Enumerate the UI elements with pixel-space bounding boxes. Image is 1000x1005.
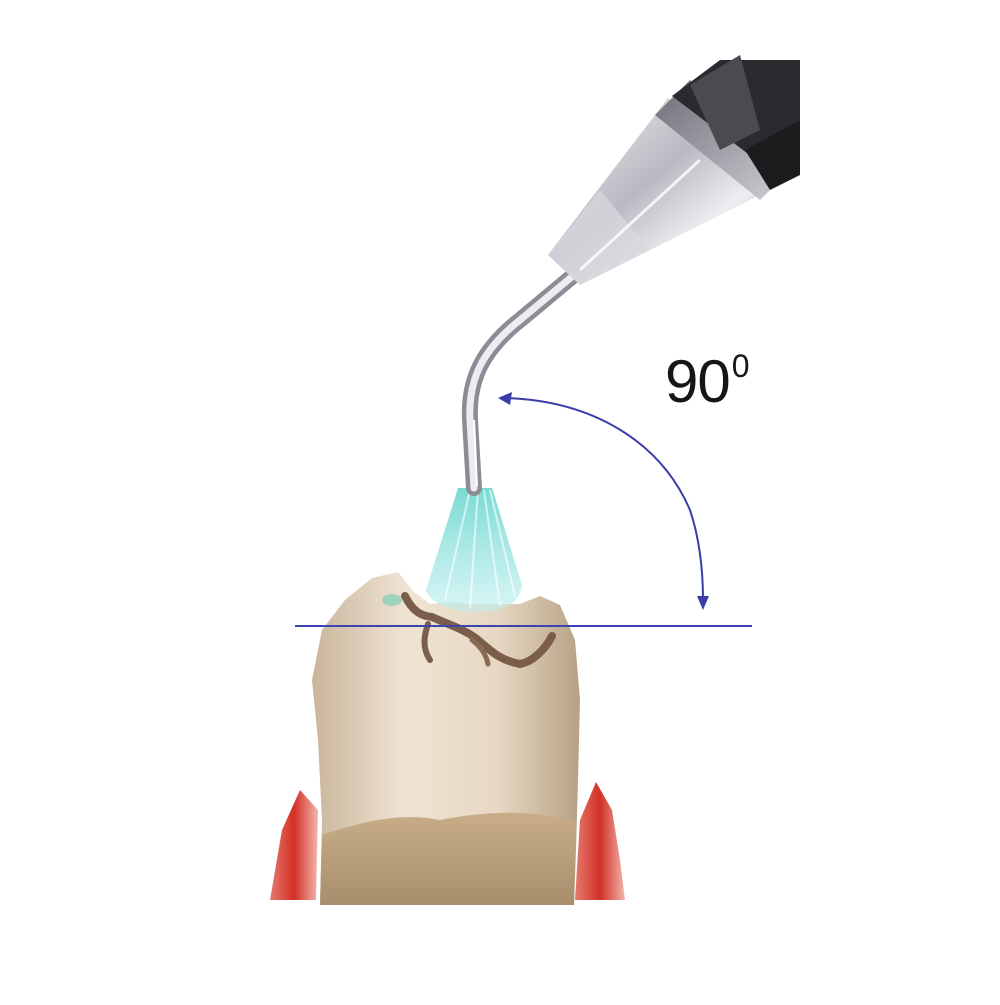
water-spray-icon [426, 488, 522, 612]
angle-value: 90 [665, 348, 731, 415]
ultrasonic-scaler-icon [548, 55, 800, 285]
angle-label: 900 [665, 350, 750, 412]
tooth-icon [312, 572, 580, 905]
scaler-tip [461, 262, 588, 496]
gum-tissue [270, 782, 625, 900]
angle-arrow-icon [498, 392, 709, 610]
angle-degree-symbol: 0 [731, 348, 750, 384]
